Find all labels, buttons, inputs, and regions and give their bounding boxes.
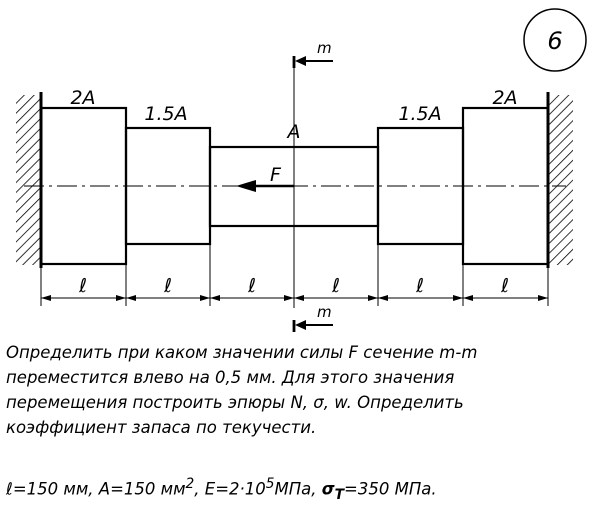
param-yield-value: =350 МПа. — [344, 479, 437, 499]
section-label-bottom: m — [317, 303, 332, 321]
problem-number-badge: 6 — [523, 8, 587, 72]
problem-number: 6 — [547, 27, 562, 55]
length-label-5: ℓ — [415, 275, 424, 297]
task-text: Определить при каком значении силы F сеч… — [6, 340, 590, 440]
task-line-3: перемещения построить эпюры N, σ, w. Опр… — [6, 393, 464, 412]
param-modulus: E=2·10 — [204, 479, 266, 499]
area-label-5: 1.5A — [398, 103, 441, 125]
given-parameters: ℓ=150 мм, A=150 мм2, E=2·105МПа, σT=350 … — [6, 476, 437, 503]
param-modulus-exp: 5 — [265, 476, 275, 492]
param-area: A=150 мм — [98, 479, 186, 499]
dimension-arrows — [41, 295, 548, 301]
task-line-1: Определить при каком значении силы F сеч… — [6, 343, 478, 362]
length-label-3: ℓ — [247, 275, 256, 297]
task-line-2: переместится влево на 0,5 мм. Для этого … — [6, 368, 455, 387]
section-marker-top: m — [292, 39, 333, 68]
task-line-4: коэффициент запаса по текучести. — [6, 418, 317, 437]
area-label-2: 1.5A — [144, 103, 187, 125]
param-yield-symbol: σ — [321, 479, 335, 499]
area-label-3: A — [286, 121, 301, 143]
param-modulus-unit: МПа, — [274, 479, 317, 499]
length-label-6: ℓ — [500, 275, 509, 297]
param-area-exp: 2 — [185, 476, 195, 492]
section-label-top: m — [317, 39, 332, 57]
force-arrow: F — [236, 164, 294, 192]
left-wall — [16, 92, 43, 268]
length-label-4: ℓ — [331, 275, 340, 297]
length-label-1: ℓ — [78, 275, 87, 297]
right-wall — [546, 92, 573, 268]
length-label-2: ℓ — [163, 275, 172, 297]
param-yield-subscript: T — [334, 486, 345, 503]
area-label-1: 2A — [70, 87, 95, 109]
area-label-6: 2A — [492, 87, 517, 109]
param-length: ℓ=150 мм, — [6, 479, 94, 499]
force-label: F — [270, 164, 282, 186]
section-marker-bottom: m — [292, 303, 333, 332]
